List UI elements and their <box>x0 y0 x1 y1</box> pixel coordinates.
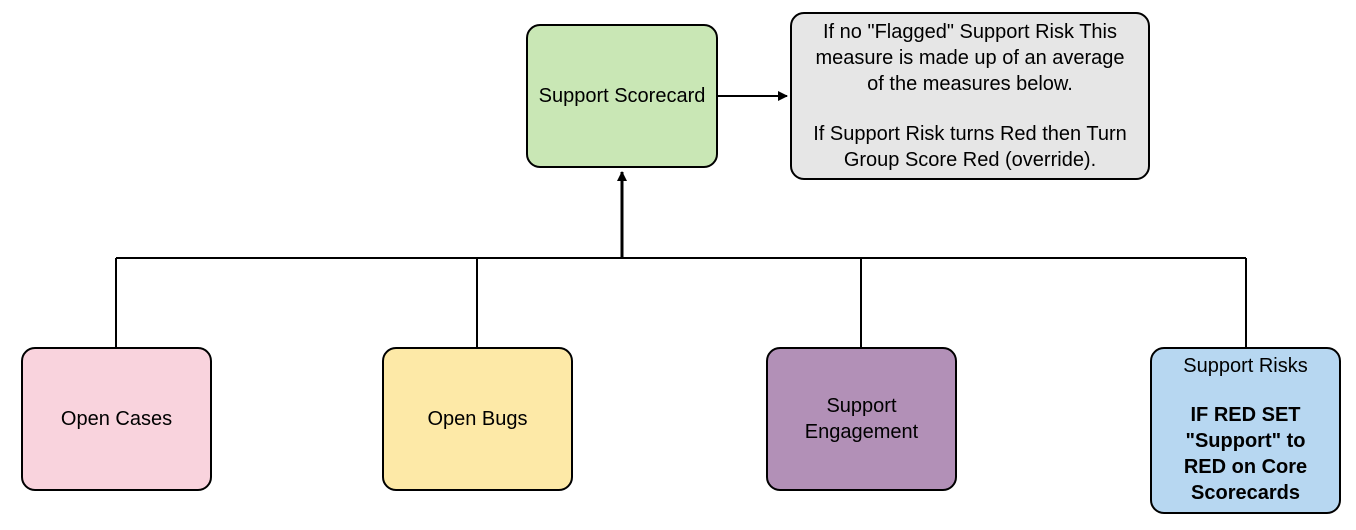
support-scorecard-node: Support Scorecard <box>526 24 718 168</box>
note-line-4: If Support Risk turns Red then Turn <box>813 123 1127 145</box>
support-risks-rule-line-2: "Support" to <box>1185 430 1306 452</box>
support-engagement-node: Support Engagement <box>766 347 957 491</box>
support-risks-node: Support Risks IF RED SET "Support" to RE… <box>1150 347 1341 514</box>
support-risks-title: Support Risks <box>1183 355 1308 377</box>
note-line-3: of the measures below. <box>867 73 1073 95</box>
open-bugs-label: Open Bugs <box>427 408 528 430</box>
open-cases-label: Open Cases <box>60 408 173 430</box>
scorecard-note: If no "Flagged" Support Risk This measur… <box>790 12 1150 180</box>
open-bugs-node: Open Bugs <box>382 347 573 491</box>
support-engagement-label-line-1: Support <box>826 395 897 417</box>
support-risks-rule-line-1: IF RED SET <box>1190 404 1301 426</box>
support-risks-rule-line-4: Scorecards <box>1191 482 1300 504</box>
support-risks-rule-line-3: RED on Core <box>1183 456 1308 478</box>
note-line-2: measure is made up of an average <box>815 47 1125 69</box>
note-line-1: If no "Flagged" Support Risk This <box>823 21 1117 43</box>
support-scorecard-label: Support Scorecard <box>538 85 706 107</box>
open-cases-node: Open Cases <box>21 347 212 491</box>
support-engagement-label-line-2: Engagement <box>804 421 919 443</box>
note-line-5: Group Score Red (override). <box>843 149 1097 171</box>
